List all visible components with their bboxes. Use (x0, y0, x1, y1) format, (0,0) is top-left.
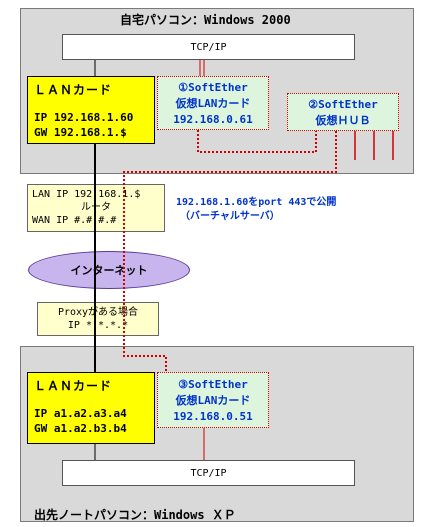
home-lan-card: ＬＡＮカード IP 192.168.1.60 GW 192.168.1.$ (27, 76, 155, 144)
virtual-link-remote (123, 131, 337, 372)
port-forward-note-line1: 192.168.1.60をport 443で公開 (176, 197, 337, 208)
router-wan-ip: WAN IP #.#.#.# (32, 215, 117, 226)
remote-virtual-lan-line1: ③SoftEther (178, 378, 248, 391)
remote-lan-card-heading: ＬＡＮカード (34, 379, 113, 393)
remote-lan-gw: GW a1.a2.b3.b4 (34, 422, 127, 435)
internet-cloud: インターネット (28, 251, 190, 289)
remote-pc-title: 出先ノートパソコン：Windows ＸＰ (34, 508, 236, 522)
hub-ports (354, 131, 394, 160)
router-lan-ip: LAN IP 192.168.1.$ (32, 189, 141, 200)
proxy-box: Proxyがある場合 IP *.*.*.* (37, 302, 159, 336)
home-lan-gw: GW 192.168.1.$ (34, 126, 127, 139)
remote-virtual-lan-line3: 192.168.0.51 (173, 410, 253, 423)
remote-virtual-lan-line2: 仮想LANカード (175, 394, 251, 407)
home-pc-title: 自宅パソコン：Windows 2000 (120, 13, 291, 27)
home-virtual-hub: ②SoftEther 仮想ＨＵＢ (287, 93, 399, 131)
home-virtual-hub-line2: 仮想ＨＵＢ (315, 114, 371, 127)
proxy-line1: Proxyがある場合 (57, 307, 139, 318)
home-virtual-lan-line1: ①SoftEther (178, 81, 248, 94)
home-virtual-lan-card: ①SoftEther 仮想LANカード 192.168.0.61 (157, 76, 269, 130)
port-forward-note-line2: （バーチャルサーバ） (180, 211, 280, 222)
home-virtual-lan-line2: 仮想LANカード (175, 97, 251, 110)
home-lan-card-heading: ＬＡＮカード (34, 83, 113, 97)
home-virtual-lan-line3: 192.168.0.61 (173, 113, 253, 126)
remote-virtual-lan-card: ③SoftEther 仮想LANカード 192.168.0.51 (157, 372, 269, 428)
virtual-link-home (197, 130, 317, 153)
remote-tcpip-box: TCP/IP (62, 460, 355, 486)
home-tcpip-box: TCP/IP (62, 34, 355, 60)
home-lan-ip: IP 192.168.1.60 (34, 111, 134, 124)
remote-lan-card: ＬＡＮカード IP a1.a2.a3.a4 GW a1.a2.b3.b4 (27, 372, 155, 444)
proxy-line2: IP *.*.*.* (67, 320, 129, 331)
home-virtual-hub-line1: ②SoftEther (308, 98, 378, 111)
port-forward-note: 192.168.1.60をport 443で公開 （バーチャルサーバ） (176, 196, 336, 224)
remote-lan-ip: IP a1.a2.a3.a4 (34, 407, 127, 420)
